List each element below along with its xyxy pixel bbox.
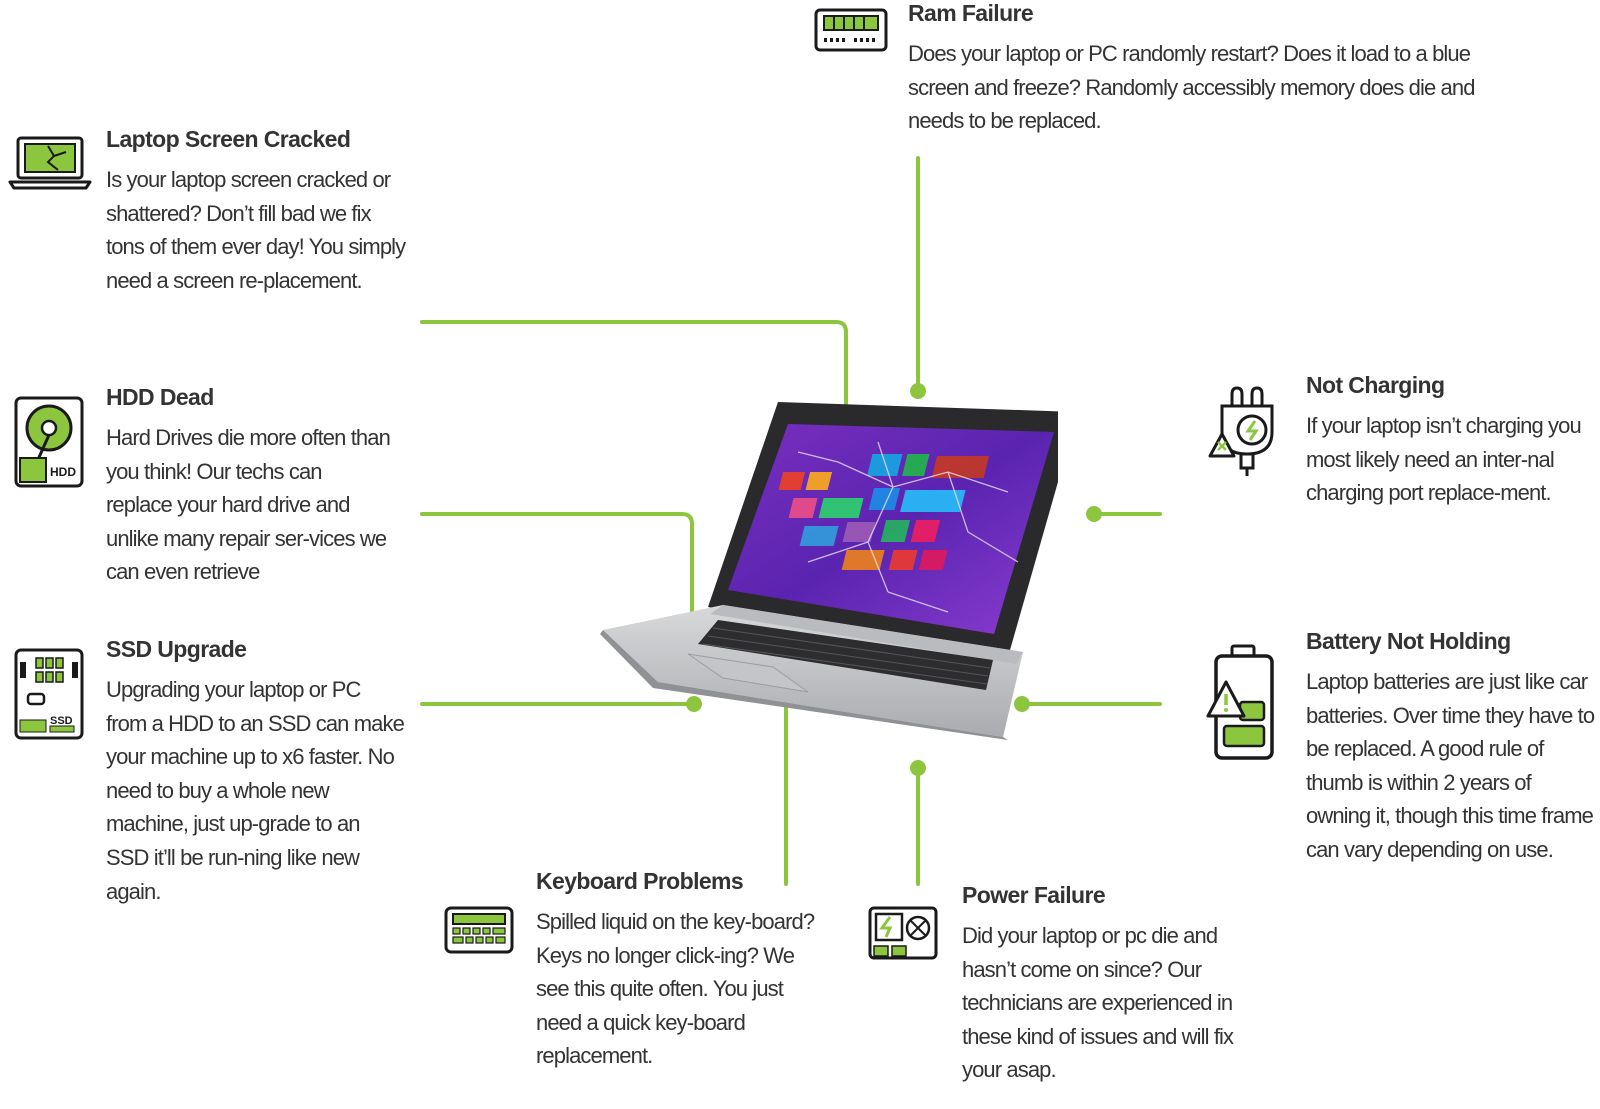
connector-dot-ssd: [686, 696, 702, 712]
issue-title: HDD Dead: [106, 384, 214, 410]
issue-description: Does your laptop or PC randomly restart?…: [908, 41, 1475, 134]
ssd-icon: SSD: [14, 648, 84, 740]
issue-description: Is your laptop screen cracked or shatter…: [106, 167, 406, 293]
power-board-icon: [868, 906, 938, 960]
connector-dot-ram: [910, 383, 926, 399]
laptop-screen-icon: [8, 136, 92, 190]
issue-description: Hard Drives die more often than you thin…: [106, 425, 391, 585]
issue-power: Power Failure Did your laptop or pc die …: [962, 882, 1262, 1087]
issue-ram: Ram Failure Does your laptop or PC rando…: [908, 0, 1508, 138]
laptop-image: [600, 402, 1058, 740]
issue-description: Spilled liquid on the key-board? Keys no…: [536, 909, 815, 1069]
issue-title: Power Failure: [962, 882, 1106, 908]
charger-plug-icon: [1208, 386, 1274, 476]
svg-text:HDD: HDD: [50, 465, 76, 479]
connector-screen: [420, 320, 848, 442]
hdd-icon: HDD: [14, 396, 84, 488]
keyboard-icon: [444, 906, 514, 954]
svg-text:SSD: SSD: [50, 715, 73, 727]
battery-icon: [1206, 644, 1274, 760]
issue-hdd: HDD Dead Hard Drives die more often than…: [106, 384, 392, 589]
issue-title: Ram Failure: [908, 0, 1034, 26]
connector-hdd: [420, 512, 694, 642]
issue-ssd: SSD Upgrade Upgrading your laptop or PC …: [106, 636, 405, 908]
issue-title: SSD Upgrade: [106, 636, 247, 662]
issue-battery: Battery Not Holding Laptop batteries are…: [1306, 628, 1598, 867]
issue-title: Not Charging: [1306, 372, 1445, 398]
issue-charging: Not Charging If your laptop isn’t chargi…: [1306, 372, 1592, 510]
issue-description: Laptop batteries are just like car batte…: [1306, 669, 1595, 862]
issue-title: Keyboard Problems: [536, 868, 744, 894]
issue-title: Laptop Screen Cracked: [106, 126, 351, 152]
connector-dot-power: [910, 760, 926, 776]
issue-screen: Laptop Screen Cracked Is your laptop scr…: [106, 126, 406, 297]
connector-dot-charging: [1086, 506, 1102, 522]
issue-description: Did your laptop or pc die and hasn’t com…: [962, 923, 1234, 1083]
issue-description: If your laptop isn’t charging you most l…: [1306, 413, 1582, 506]
issue-keyboard: Keyboard Problems Spilled liquid on the …: [536, 868, 826, 1073]
ram-icon: [814, 8, 888, 52]
issue-title: Battery Not Holding: [1306, 628, 1511, 654]
connector-dot-battery: [1014, 696, 1030, 712]
issue-description: Upgrading your laptop or PC from a HDD t…: [106, 677, 405, 904]
